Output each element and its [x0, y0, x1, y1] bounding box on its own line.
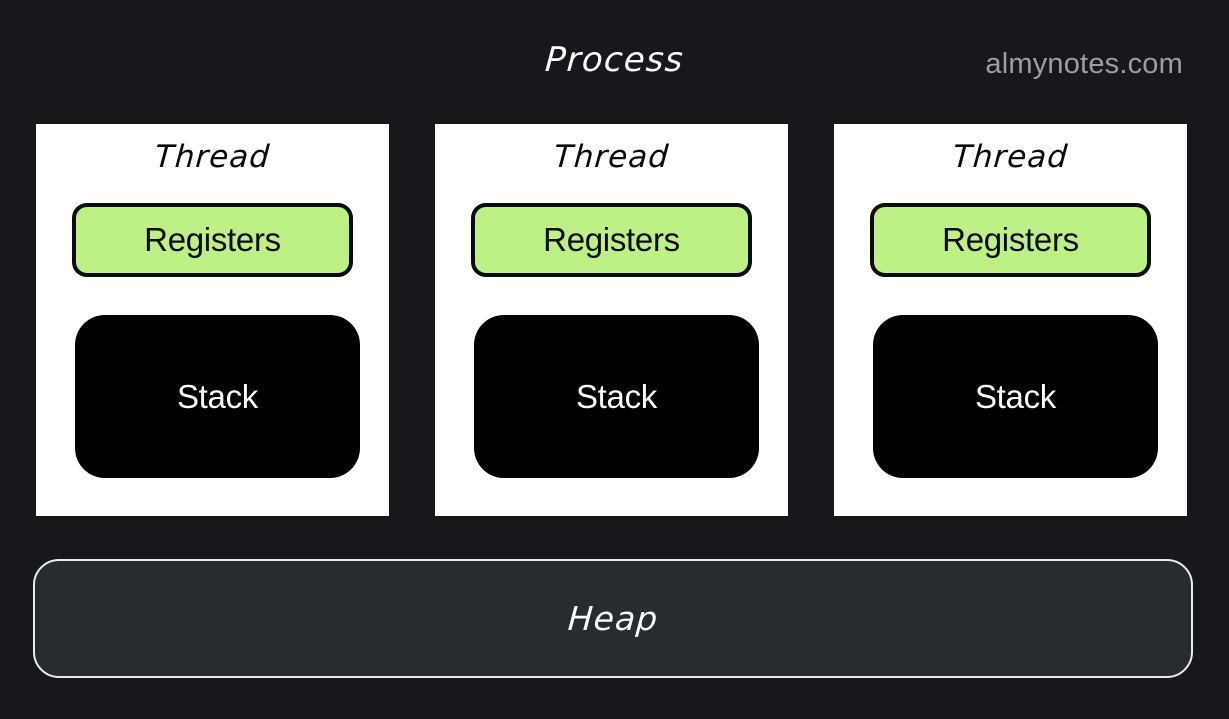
stack-label: Stack — [176, 377, 259, 415]
thread-card: Thread Registers Stack — [435, 124, 788, 516]
registers-box: Registers — [870, 203, 1151, 277]
registers-label: Registers — [942, 221, 1079, 258]
thread-label: Thread — [153, 139, 272, 175]
stack-box: Stack — [474, 315, 759, 478]
stack-box: Stack — [75, 315, 360, 478]
thread-card: Thread Registers Stack — [36, 124, 389, 516]
thread-card: Thread Registers Stack — [834, 124, 1187, 516]
thread-label: Thread — [951, 139, 1070, 175]
threads-row: Thread Registers Stack Thread Registers … — [36, 124, 1187, 516]
watermark-label: almynotes.com — [985, 48, 1183, 80]
registers-box: Registers — [471, 203, 752, 277]
thread-label: Thread — [552, 139, 671, 175]
registers-box: Registers — [72, 203, 353, 277]
diagram-header: Process almynotes.com — [0, 0, 1229, 110]
registers-label: Registers — [543, 221, 680, 258]
stack-label: Stack — [575, 377, 658, 415]
registers-label: Registers — [144, 221, 281, 258]
stack-label: Stack — [974, 377, 1057, 415]
stack-box: Stack — [873, 315, 1158, 478]
heap-box: Heap — [33, 559, 1193, 678]
heap-label: Heap — [566, 599, 660, 638]
